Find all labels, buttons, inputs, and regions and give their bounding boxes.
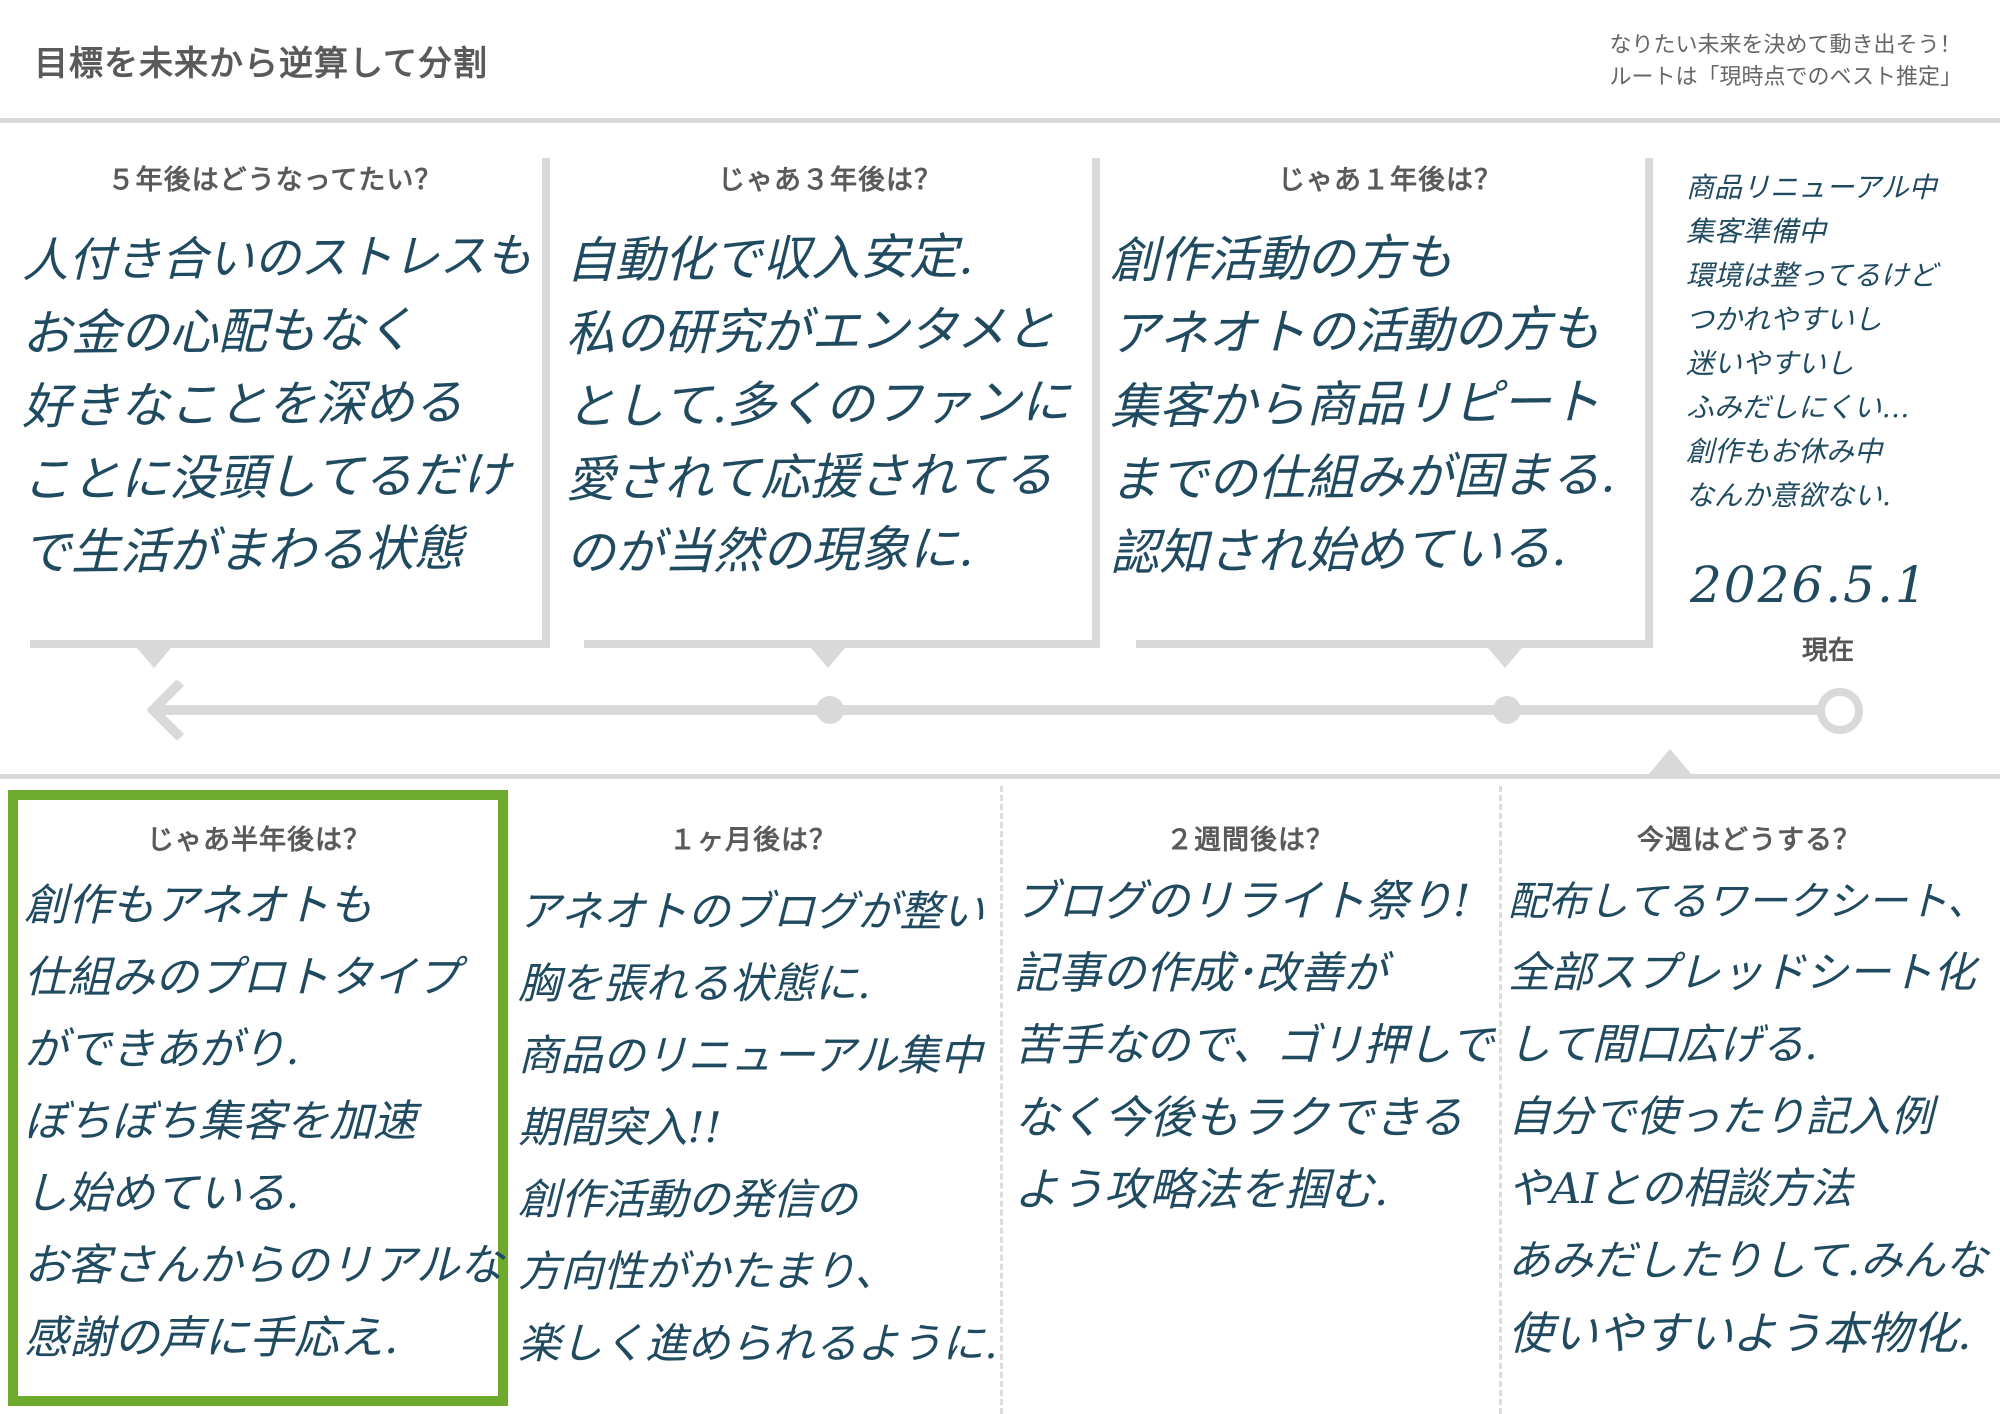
- tagline-line: ルートは「現時点でのベスト推定」: [1609, 65, 1962, 90]
- note-line: 記事の作成･改善が: [1014, 948, 1388, 999]
- note-line: し始めている.: [24, 1169, 300, 1219]
- note-line: なく今後もラクできる: [1014, 1091, 1464, 1144]
- note-3-years: 自動化で収入安定. 私の研究がエンタメと として.多くのファンに 愛されて応援さ…: [565, 222, 1071, 587]
- note-this-week: 配布してるワークシート、 全部スプレッドシート化 して間口広げる. 自分で使った…: [1508, 866, 1988, 1370]
- frame-border: [542, 158, 550, 648]
- timeline-arrowhead: [145, 678, 209, 742]
- note-line: 集客から商品リピート: [1109, 373, 1601, 436]
- tagline-line: なりたい未来を決めて動き出そう！: [1609, 33, 1962, 58]
- note-current: 商品リニューアル中 集客準備中 環境は整ってるけど つかれやすいし 迷いやすいし…: [1686, 166, 1937, 518]
- note-5-years: 人付き合いのストレスも お金の心配もなく 好きなことを深める ことに没頭してるだ…: [21, 222, 533, 587]
- column-separator: [1499, 786, 1502, 1414]
- note-line: 楽しく進められるように.: [518, 1319, 998, 1368]
- note-line: 配布してるワークシート、: [1508, 879, 1987, 925]
- frame-border: [584, 640, 1100, 648]
- column-heading-1-month: １ヶ月後は？: [669, 825, 837, 856]
- note-1-year: 創作活動の方も アネオトの活動の方も 集客から商品リピート までの仕組みが固まる…: [1110, 222, 1616, 587]
- note-line: 迷いやすいし: [1686, 347, 1855, 380]
- column-heading-1-year: じゃあ１年後は？: [1278, 165, 1502, 196]
- note-line: ぼちぼち集客を加速: [24, 1097, 417, 1147]
- note-line: ふみだしにくい…: [1686, 391, 1910, 424]
- column-separator: [1000, 786, 1003, 1414]
- note-line: アネオトの活動の方も: [1109, 300, 1601, 363]
- note-line: お金の心配もなく: [21, 301, 415, 363]
- note-line: 創作活動の発信の: [518, 1175, 858, 1224]
- note-line: 期間突入!!: [518, 1103, 722, 1152]
- note-line: ブログのリライト祭り!: [1014, 876, 1471, 927]
- pointer-notch: [137, 648, 171, 668]
- column-heading-this-week: 今週はどうする？: [1637, 825, 1861, 856]
- note-line: 好きなことを深める: [21, 374, 464, 436]
- note-line: 認知され始めている.: [1109, 519, 1567, 582]
- note-line: 創作もお休み中: [1686, 435, 1883, 468]
- note-line: お客さんからのリアルな: [24, 1241, 504, 1291]
- column-heading-5-years: ５年後はどうなってたい？: [107, 165, 443, 196]
- note-line: 私の研究がエンタメと: [565, 300, 1055, 363]
- note-line: 愛されて応援されてる: [565, 446, 1054, 509]
- note-line: 胸を張れる状態に.: [518, 959, 871, 1008]
- note-line: よう攻略法を掴む.: [1014, 1163, 1389, 1216]
- pointer-notch-up: [1648, 749, 1692, 775]
- note-line: として.多くのファンに: [565, 373, 1071, 436]
- note-line: 仕組みのプロトタイプ: [24, 953, 460, 1003]
- note-line: 使いやすいよう本物化.: [1508, 1307, 1972, 1360]
- note-line: までの仕組みが固まる.: [1109, 446, 1616, 509]
- column-heading-2-weeks: ２週間後は？: [1166, 825, 1334, 856]
- note-line: 方向性がかたまり、: [518, 1247, 897, 1296]
- note-line: 環境は整ってるけど: [1686, 259, 1937, 292]
- timeline-marker: [1493, 696, 1521, 724]
- column-heading-3-years: じゃあ３年後は？: [718, 165, 942, 196]
- note-line: あみだしたりして.みんな: [1508, 1237, 1988, 1286]
- pointer-notch: [811, 648, 845, 668]
- frame-border: [30, 640, 550, 648]
- note-line: 全部スプレッドシート化: [1508, 949, 1976, 998]
- highlighted-frame: [8, 790, 508, 1406]
- timeline-now-marker: [1817, 688, 1863, 734]
- frame-border: [1645, 158, 1653, 648]
- note-line: つかれやすいし: [1686, 303, 1883, 336]
- note-2-weeks: ブログのリライト祭り! 記事の作成･改善が 苦手なので、ゴリ押しで なく今後もラ…: [1014, 866, 1494, 1226]
- header-divider: [0, 118, 2000, 123]
- note-line: やAIとの相談方法: [1508, 1165, 1853, 1214]
- note-line: 感謝の声に手応え.: [24, 1311, 399, 1364]
- note-line: 人付き合いのストレスも: [21, 228, 533, 288]
- note-line: 集客準備中: [1686, 215, 1827, 248]
- note-line: 商品のリニューアル集中: [518, 1031, 983, 1080]
- note-line: なんか意欲ない.: [1686, 479, 1891, 512]
- note-line: 自動化で収入安定.: [565, 228, 974, 290]
- note-line: 創作もアネオトも: [24, 881, 373, 931]
- note-line: ことに没頭してるだけ: [21, 446, 511, 509]
- pointer-notch: [1488, 648, 1522, 668]
- page-title: 目標を未来から逆算して分割: [34, 44, 488, 84]
- note-line: 創作活動の方も: [1109, 229, 1454, 290]
- note-1-month: アネオトのブログが整い 胸を張れる状態に. 商品のリニューアル集中 期間突入!!…: [518, 876, 998, 1380]
- note-line: 商品リニューアル中: [1686, 171, 1937, 204]
- current-date: 2026.5.1: [1690, 556, 1929, 614]
- note-line: 苦手なので、ゴリ押しで: [1014, 1020, 1494, 1071]
- section-divider: [0, 774, 2000, 779]
- frame-border: [1136, 640, 1653, 648]
- note-line: アネオトのブログが整い: [518, 887, 985, 936]
- note-line: して間口広げる.: [1508, 1021, 1818, 1070]
- note-half-year: 創作もアネオトも 仕組みのプロトタイプ ができあがり. ぼちぼち集客を加速 し始…: [24, 870, 503, 1374]
- note-line: 自分で使ったり記入例: [1508, 1093, 1934, 1142]
- frame-border: [1092, 158, 1100, 648]
- column-heading-half-year: じゃあ半年後は？: [147, 825, 371, 856]
- note-line: ができあがり.: [24, 1025, 300, 1075]
- note-line: のが当然の現象に.: [565, 520, 974, 582]
- tagline: なりたい未来を決めて動き出そう！ ルートは「現時点でのベスト推定」: [1610, 30, 1962, 94]
- timeline-line: [150, 705, 1842, 715]
- note-line: で生活がまわる状態: [21, 520, 464, 582]
- timeline-marker: [816, 696, 844, 724]
- current-label: 現在: [1802, 636, 1855, 666]
